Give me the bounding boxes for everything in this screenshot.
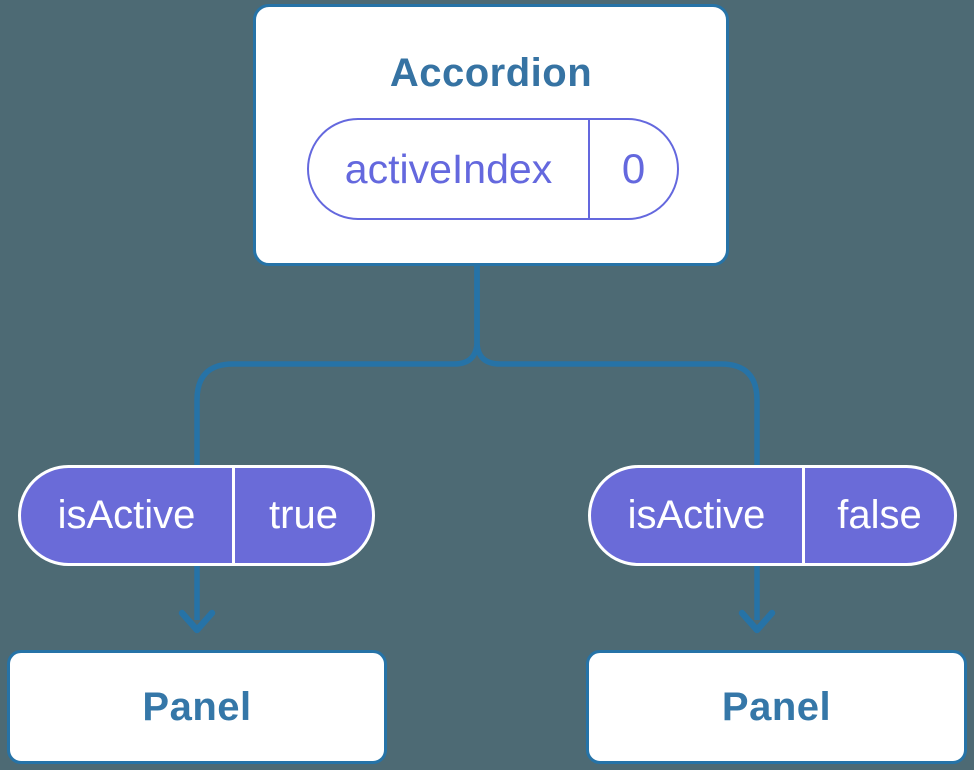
accordion-card: Accordion activeIndex 0 xyxy=(253,4,729,266)
panel-title: Panel xyxy=(142,684,252,729)
state-pill: activeIndex 0 xyxy=(307,118,679,220)
state-pill-label: activeIndex xyxy=(309,120,590,218)
prop-pill-value: false xyxy=(837,493,922,537)
prop-pill-is-active-true: isActive true xyxy=(18,465,375,566)
arrowhead-right-icon xyxy=(738,609,776,634)
prop-pill-value: true xyxy=(269,493,338,537)
arrowhead-left-icon xyxy=(178,609,216,634)
connector-right xyxy=(474,266,760,620)
prop-pill-label: isActive xyxy=(591,468,805,563)
prop-pill-label: isActive xyxy=(21,468,235,563)
panel-card-right: Panel xyxy=(586,650,967,764)
state-pill-value: 0 xyxy=(621,145,646,192)
connector-left xyxy=(194,266,480,620)
prop-pill-is-active-false: isActive false xyxy=(588,465,957,566)
panel-title: Panel xyxy=(721,684,832,729)
panel-card-left: Panel xyxy=(7,650,387,764)
accordion-title: Accordion xyxy=(389,51,593,95)
